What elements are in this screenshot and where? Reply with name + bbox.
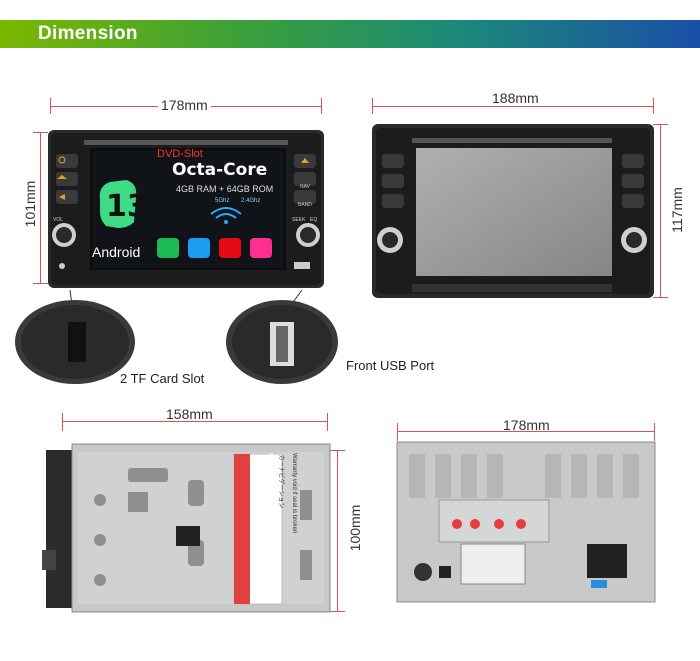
memory-label: 4GB RAM + 64GB ROM <box>176 184 274 194</box>
sticker-text-1: Car Multimedia System <box>267 453 273 516</box>
side-height-tick-bottom <box>330 611 345 612</box>
banner-title: Dimension <box>38 23 138 44</box>
screen-width-line <box>372 106 654 107</box>
kodi-icon <box>250 238 272 258</box>
front-height-line <box>40 132 41 284</box>
spotify-icon <box>157 238 179 258</box>
side-chassis <box>42 443 331 613</box>
side-width-tick-left <box>62 413 63 431</box>
side-connector <box>176 526 200 546</box>
back-chassis <box>396 441 656 603</box>
side-height-line <box>337 450 338 612</box>
band-button <box>294 190 316 204</box>
netflix-icon <box>219 238 241 258</box>
sticker-text-3: Warranty void if seal is broken <box>291 453 297 534</box>
screen-width-tick-right <box>653 98 654 114</box>
side-width-tick-right <box>327 413 328 431</box>
rca-red-3 <box>494 519 504 529</box>
wifi-24g-label: 2.4Ghz <box>241 198 261 204</box>
front-head-unit <box>48 130 324 288</box>
android-version: 13 <box>106 189 148 224</box>
side-height-label: 100mm <box>347 504 363 552</box>
side-height-tick-top <box>330 450 345 451</box>
front-width-tick-left <box>50 98 51 114</box>
front-height-label: 101mm <box>22 180 38 228</box>
back-width-line <box>397 431 655 432</box>
vol-label: VOL <box>53 217 64 223</box>
front-width-label: 178mm <box>158 97 211 113</box>
eject-icon <box>301 158 309 163</box>
android-label: Android <box>92 244 141 260</box>
dimension-banner: Dimension <box>0 20 700 48</box>
rca-red-1 <box>452 519 462 529</box>
wifi-5g-label: 5Ghz <box>215 198 230 204</box>
wifi-icon <box>210 207 242 215</box>
seek-label: SEEK <box>292 217 306 223</box>
back-width-label: 178mm <box>503 417 550 433</box>
front-height-tick-top <box>33 132 48 133</box>
screen-height-line <box>660 124 661 298</box>
cpu-label: Octa-Core <box>172 160 268 180</box>
front-height-tick-bottom <box>33 283 48 284</box>
dvd-slot-label: DVD-Slot <box>157 148 203 160</box>
nav-label: NAV <box>300 184 310 190</box>
android-logo <box>99 180 137 228</box>
back-width-tick-right <box>654 423 655 441</box>
power-icon <box>58 156 66 164</box>
detail-callouts <box>15 290 338 384</box>
usb-caption: Front USB Port <box>346 358 435 373</box>
gps-icon <box>59 263 65 269</box>
screen-width-label: 188mm <box>492 90 539 106</box>
rca-red-2 <box>470 519 480 529</box>
main-harness-connector <box>460 543 526 585</box>
aux-connector <box>587 544 627 578</box>
home-icon <box>57 175 67 179</box>
usb-port-icon <box>294 262 310 269</box>
screen-head-unit <box>372 124 654 298</box>
usb-small-label: USB <box>300 270 311 276</box>
dvd-slot <box>84 140 288 145</box>
front-width-tick-right <box>321 98 322 114</box>
antenna-socket <box>414 563 432 581</box>
side-cable-knob <box>42 550 56 570</box>
side-width-label: 158mm <box>166 406 213 422</box>
nav-button <box>294 172 316 186</box>
rca-red-4 <box>516 519 526 529</box>
tf-caption: 2 TF Card Slot <box>120 371 205 386</box>
screen-height-tick-top <box>653 124 668 125</box>
sticker-text-2: カーナビゲーション <box>277 454 284 509</box>
back-icon <box>59 194 65 200</box>
eq-label: EQ <box>310 217 318 223</box>
back-width-tick-left <box>397 423 398 441</box>
band-label: BAND <box>298 202 312 208</box>
screen-height-label: 117mm <box>669 187 685 233</box>
screen-width-tick-left <box>372 98 373 114</box>
screen-height-tick-bottom <box>653 297 668 298</box>
back-button <box>56 190 78 204</box>
side-width-line <box>62 421 328 422</box>
twitter-icon <box>188 238 210 258</box>
